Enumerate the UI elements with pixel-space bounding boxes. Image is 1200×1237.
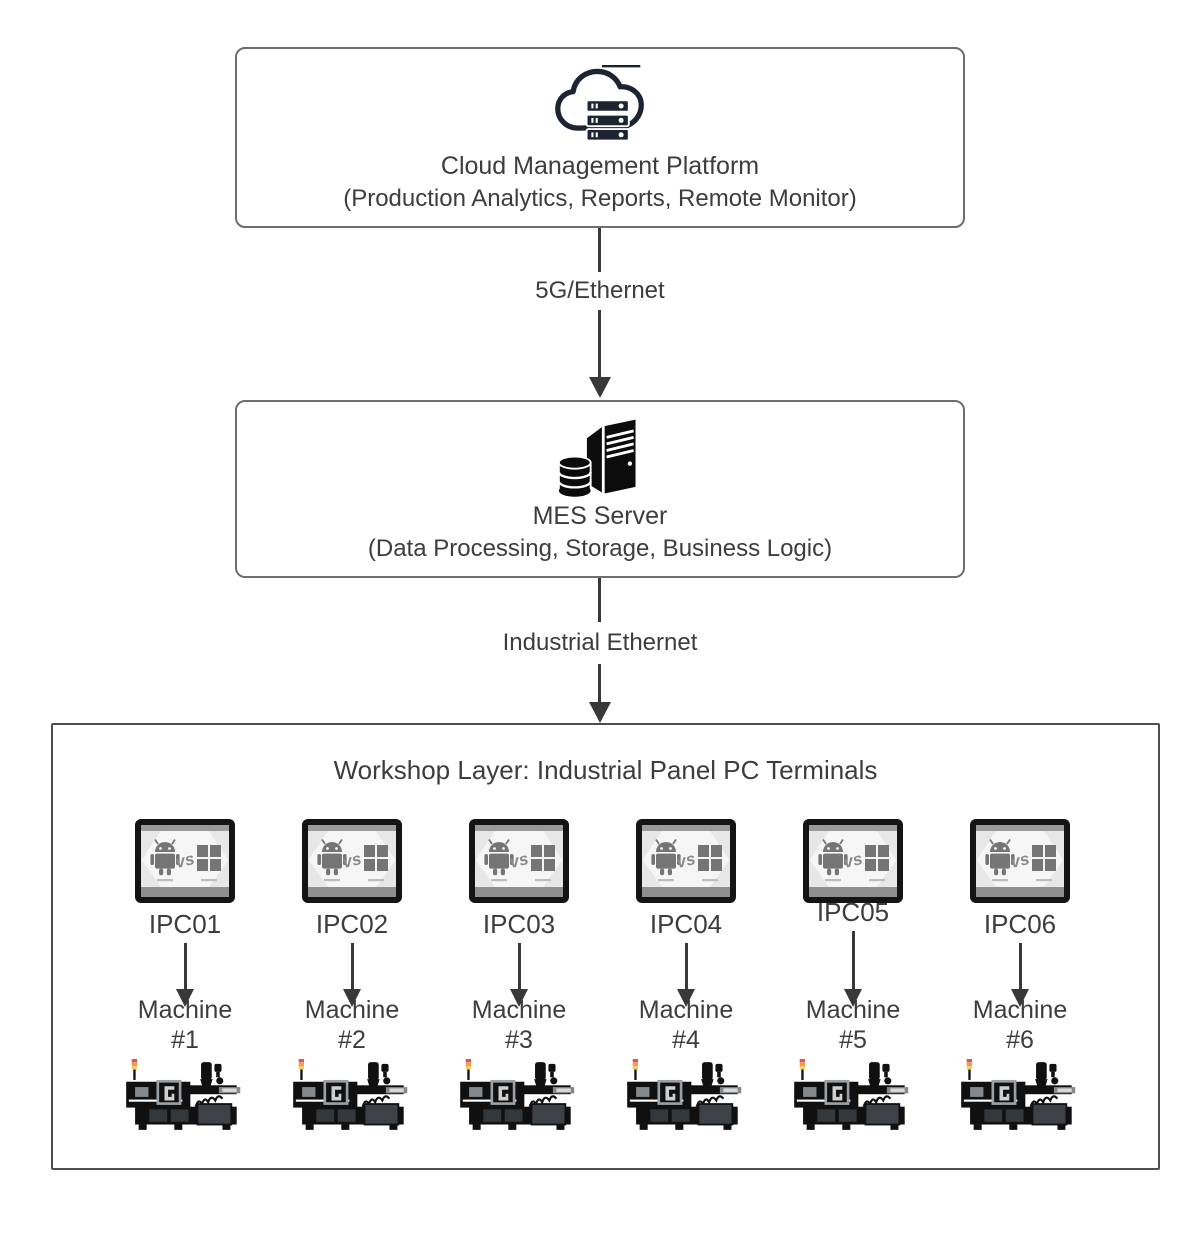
terminal-column-2: IPC02 Machine #2 [270, 819, 434, 1137]
injection-molding-machine-icon [787, 1055, 919, 1137]
mes-server-icon [557, 419, 636, 497]
mes-box-title: MES Server [532, 502, 668, 530]
workshop-layer-node: Workshop Layer: Industrial Panel PC Term… [51, 723, 1160, 1170]
android-vs-windows-screen-icon [135, 819, 235, 903]
terminal-column-1: IPC01 Machine #1 [103, 819, 267, 1137]
ipc-label: IPC02 [315, 909, 389, 939]
injection-molding-machine-icon [453, 1055, 585, 1137]
down-arrow-icon [1011, 943, 1029, 1007]
terminal-column-6: IPC06 Machine #6 [938, 819, 1102, 1137]
android-vs-windows-screen-icon [469, 819, 569, 903]
terminal-column-3: IPC03 Machine #3 [437, 819, 601, 1137]
cloud-box-subtitle: (Production Analytics, Reports, Remote M… [343, 184, 857, 212]
injection-molding-machine-icon [286, 1055, 418, 1137]
injection-molding-machine-icon [620, 1055, 752, 1137]
ipc-label: IPC03 [482, 909, 556, 939]
mes-server-node: MES Server (Data Processing, Storage, Bu… [235, 400, 965, 578]
connector-mes-workshop-label: Industrial Ethernet [496, 628, 704, 658]
down-arrow-icon [510, 943, 528, 1007]
down-arrow-icon [343, 943, 361, 1007]
cloud-box-title: Cloud Management Platform [440, 151, 760, 180]
android-vs-windows-screen-icon [302, 819, 402, 903]
terminal-columns: IPC01 Machine #1 IPC02 Machine #2 [53, 819, 1158, 1137]
down-arrow-icon [844, 931, 862, 1007]
terminal-column-4: IPC04 Machine #4 [604, 819, 768, 1137]
cloud-management-platform-node: Cloud Management Platform (Production An… [235, 47, 965, 228]
injection-molding-machine-icon [954, 1055, 1086, 1137]
database-stack [557, 455, 592, 497]
mes-box-subtitle: (Data Processing, Storage, Business Logi… [367, 535, 833, 562]
android-vs-windows-screen-icon [970, 819, 1070, 903]
cloud-server-icon [555, 64, 644, 142]
down-arrow-icon [589, 377, 611, 398]
workshop-layer-title: Workshop Layer: Industrial Panel PC Term… [333, 755, 878, 785]
ipc-label: IPC05 [816, 897, 890, 927]
android-vs-windows-screen-icon [803, 819, 903, 903]
connector-cloud-mes-line-upper [598, 228, 601, 272]
down-arrow-icon [176, 943, 194, 1007]
android-vs-windows-screen-icon [636, 819, 736, 903]
connector-mes-workshop-line-lower [598, 664, 601, 703]
connector-cloud-mes-line-lower [598, 310, 601, 378]
connector-mes-workshop-line-upper [598, 578, 601, 622]
injection-molding-machine-icon [119, 1055, 251, 1137]
terminal-column-5: IPC05 Machine #5 [771, 819, 935, 1137]
ipc-label: IPC04 [649, 909, 723, 939]
connector-cloud-mes-label: 5G/Ethernet [529, 276, 671, 306]
down-arrow-icon [677, 943, 695, 1007]
down-arrow-icon [589, 702, 611, 723]
ipc-label: IPC01 [148, 909, 222, 939]
machine-label: Machine #4 [638, 996, 734, 1054]
ipc-label: IPC06 [983, 909, 1057, 939]
